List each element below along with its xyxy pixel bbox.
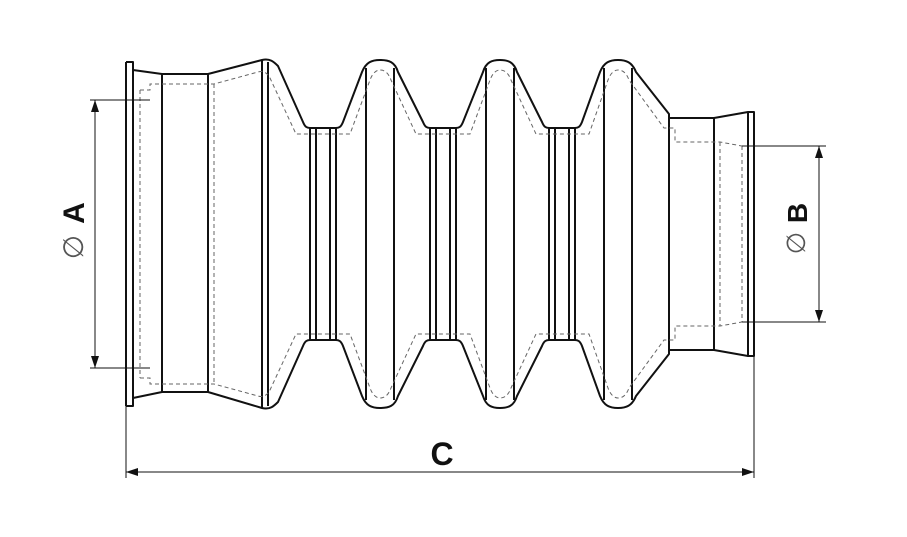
dim-c-arrow-left — [126, 468, 138, 476]
hidden-top-profile — [140, 69, 743, 147]
dim-b-arrow-bottom — [815, 310, 823, 322]
dim-a-diameter-symbol: ∅ — [57, 234, 90, 260]
dim-a-arrow-top — [91, 100, 99, 112]
dim-a-arrow-bottom — [91, 356, 99, 368]
right-flange-outer — [748, 111, 755, 357]
hidden-lines — [139, 69, 743, 399]
hidden-bottom-profile — [140, 321, 743, 399]
top-profile — [126, 58, 749, 129]
dim-b-diameter-symbol: ∅ — [782, 231, 812, 255]
dim-b-arrow-top — [815, 146, 823, 158]
dim-a-label: A — [58, 202, 91, 224]
bottom-profile — [126, 339, 749, 410]
dim-b-label: B — [782, 202, 813, 224]
dim-c-label: C — [430, 436, 454, 472]
dimension-arrows — [91, 100, 823, 476]
bellows-outline — [125, 58, 755, 410]
dim-c-arrow-right — [742, 468, 754, 476]
dimension-lines — [90, 99, 826, 478]
